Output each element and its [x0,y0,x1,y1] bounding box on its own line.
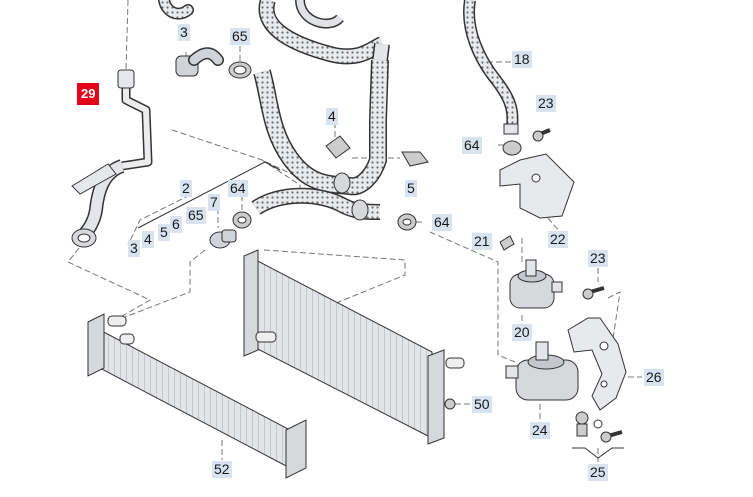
label-26[interactable]: 26 [644,369,664,386]
fasteners-25 [575,411,623,443]
label-7[interactable]: 7 [208,194,220,211]
label-23-low[interactable]: 23 [588,250,608,267]
bracket-26 [567,317,627,411]
label-29[interactable]: 29 [77,83,100,105]
label-64-mid[interactable]: 64 [228,180,248,197]
clamp-4-mid [325,135,351,159]
clamp-64-mid [232,211,252,229]
hose-main [253,43,390,196]
hose-lower-branch [251,172,381,221]
label-3-top[interactable]: 3 [178,24,190,41]
label-4-low[interactable]: 4 [142,231,154,248]
radiator-50 [243,249,465,445]
hose-upper-center [258,0,386,65]
label-4-mid[interactable]: 4 [326,108,338,125]
clamp-64-low [397,213,417,231]
bracket-22 [499,153,575,219]
label-64-right[interactable]: 64 [462,137,482,154]
label-6[interactable]: 6 [170,216,182,233]
clamp-65-top [228,61,252,79]
cooler-52 [87,313,307,479]
label-2[interactable]: 2 [180,180,192,197]
label-24[interactable]: 24 [530,422,550,439]
label-23-top[interactable]: 23 [536,95,556,112]
pipe-29 [71,69,153,248]
hose-18 [463,0,522,156]
label-52[interactable]: 52 [212,461,232,478]
label-22[interactable]: 22 [548,231,568,248]
label-5-low[interactable]: 5 [158,224,170,241]
pump-24 [505,341,579,401]
label-21[interactable]: 21 [472,233,492,250]
label-20[interactable]: 20 [512,324,532,341]
label-65-top[interactable]: 65 [230,28,250,45]
pump-20 [509,259,563,309]
label-65-mid[interactable]: 65 [186,207,206,224]
label-64-low[interactable]: 64 [432,214,452,231]
label-18[interactable]: 18 [512,51,532,68]
bolt-23-top [532,128,551,142]
label-5-mid[interactable]: 5 [405,180,417,197]
clamp-5-mid [401,151,429,167]
label-3-low[interactable]: 3 [128,240,140,257]
bolt-23-low [582,286,605,300]
label-50[interactable]: 50 [472,396,492,413]
connector-7 [209,229,237,249]
bracket-lines [137,161,624,459]
connector-3-top [175,47,224,77]
label-25[interactable]: 25 [588,464,608,481]
top-hose-a [158,0,194,20]
clip-21 [499,235,515,251]
